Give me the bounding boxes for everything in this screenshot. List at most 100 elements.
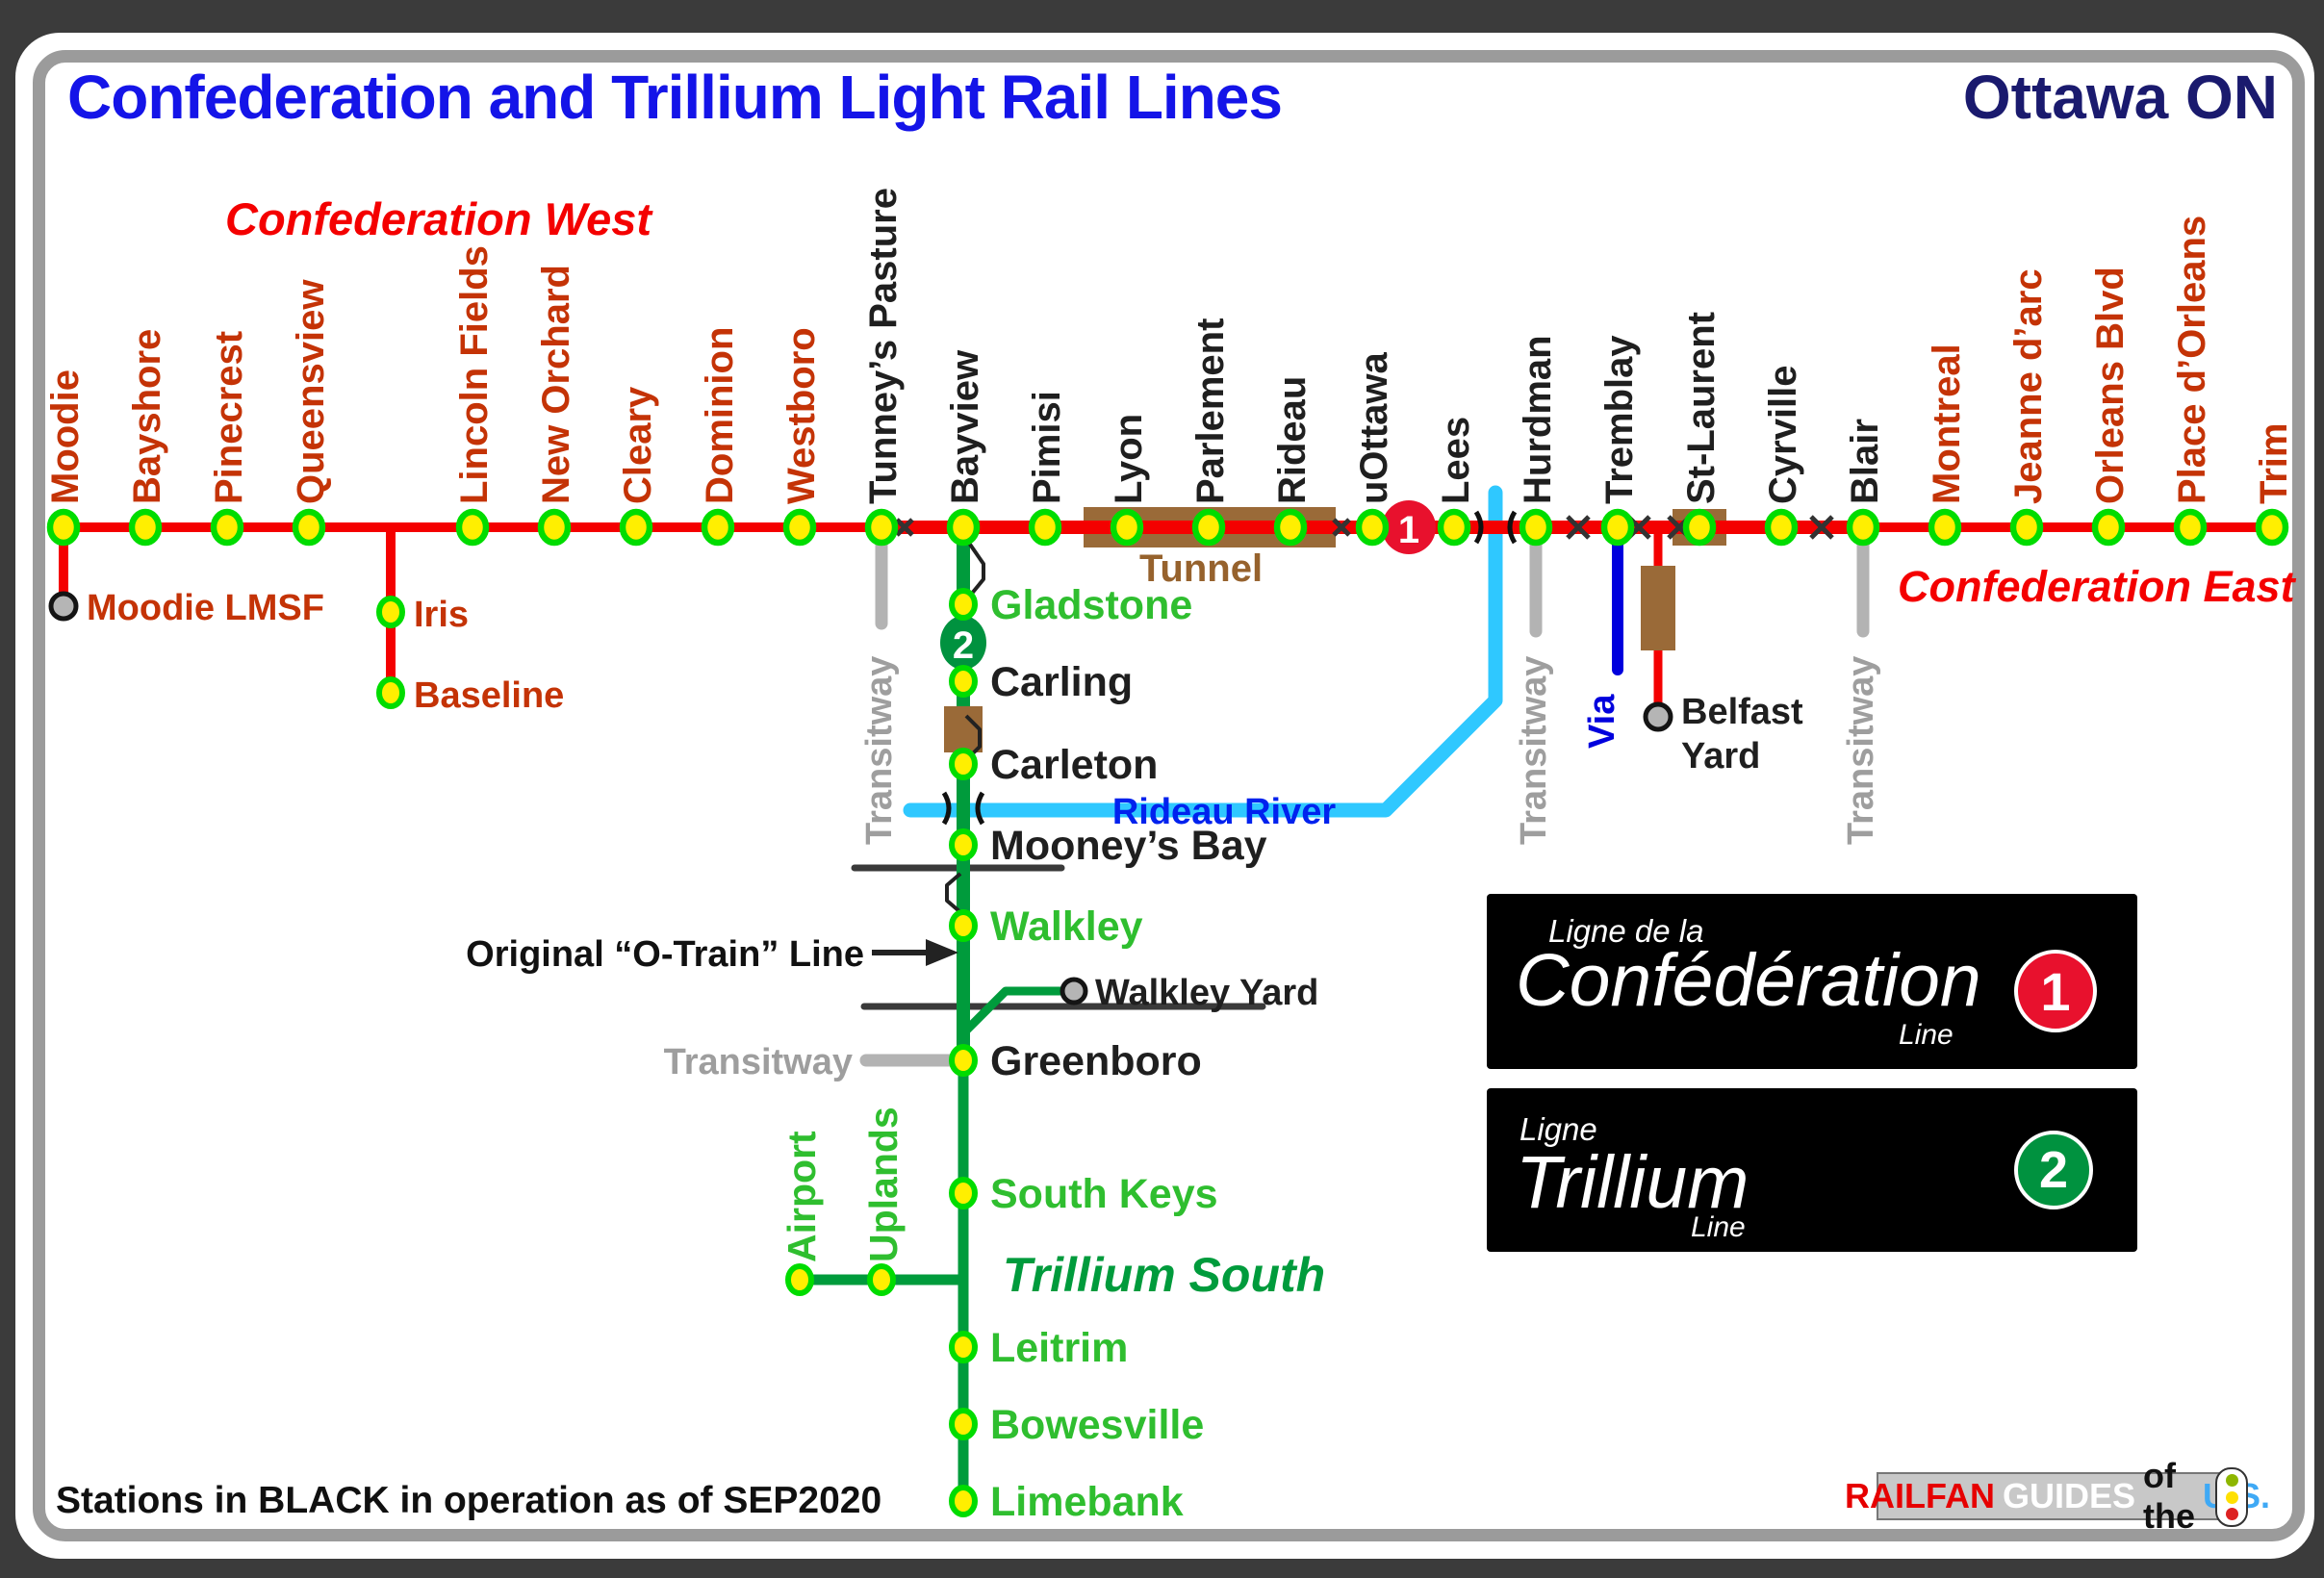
station-label: Blair	[1844, 419, 1886, 504]
walkley-yard-label: Walkley Yard	[1095, 973, 1318, 1013]
station-label: Airport	[779, 1131, 824, 1262]
otrain-arrow-head	[926, 939, 958, 966]
station-label: Parlement	[1189, 318, 1232, 504]
line-2-badge-number: 2	[953, 624, 974, 667]
station-marker	[949, 748, 978, 780]
station-marker	[1846, 508, 1880, 547]
siding-mark	[945, 872, 962, 914]
line-1-badge-map	[1382, 500, 1436, 554]
station-label: Carling	[990, 659, 1133, 705]
legend-confederation-line: Ligne de la Confédération Line 1	[1487, 894, 2137, 1069]
logo-railfan: RAILFAN	[1844, 1476, 1995, 1515]
belfast-yard-label: Belfast	[1681, 692, 1803, 732]
station-marker	[949, 1331, 978, 1363]
station-label: Jeanne d’arc	[2007, 268, 2050, 504]
station-marker	[949, 665, 978, 698]
station-marker	[1600, 508, 1635, 547]
crossover-mark	[1566, 515, 1591, 540]
walkley-yard-branch	[959, 986, 1068, 1037]
page-title: Confederation and Trillium Light Rail Li…	[67, 63, 1283, 132]
station-label: Orleans Blvd	[2089, 267, 2132, 504]
station-marker	[1437, 508, 1471, 547]
station-marker	[949, 588, 978, 621]
moodie-yard-label: Moodie LMSF	[87, 588, 324, 628]
station-label: New Orchard	[535, 265, 577, 504]
station-marker	[1764, 508, 1799, 547]
crossover-mark	[1809, 515, 1834, 540]
belfast-tunnel-rect	[1641, 566, 1675, 650]
station-marker	[1273, 508, 1308, 547]
legend-lang-label: Ligne de la	[1548, 913, 1704, 949]
station-label: Place d’Orleans	[2171, 216, 2213, 504]
station-marker	[376, 596, 405, 628]
river-crossing-mark	[1507, 510, 1518, 545]
station-label: Tremblay	[1598, 335, 1641, 504]
river-crossing-mark	[1473, 510, 1484, 545]
station-marker	[2091, 508, 2126, 547]
station-label: Cyrville	[1762, 365, 1804, 504]
station-label: St-Laurent	[1680, 312, 1723, 504]
station-label: Leitrim	[990, 1325, 1128, 1371]
station-marker	[537, 508, 572, 547]
station-marker	[128, 508, 163, 547]
station-marker	[455, 508, 490, 547]
transitway-label: Transitway	[1841, 656, 1881, 845]
line-2-badge: 2	[2014, 1131, 2093, 1209]
belfast-yard-marker	[1643, 701, 1673, 732]
tunnel-label: Tunnel	[1139, 547, 1263, 590]
transitway-label: Transitway	[664, 1042, 853, 1082]
station-marker	[1191, 508, 1226, 547]
belfast-yard-label: Yard	[1681, 736, 1760, 776]
station-marker	[1519, 508, 1553, 547]
station-label: Rideau	[1271, 376, 1314, 504]
station-label: Lees	[1435, 417, 1477, 504]
station-marker	[2173, 508, 2208, 547]
legend-lang-label: Ligne	[1520, 1111, 1597, 1147]
transitway-label: Transitway	[859, 656, 900, 845]
crossover-mark	[895, 518, 914, 537]
station-label: Tunney’s Pasture	[862, 188, 905, 504]
station-label: Cleary	[617, 386, 659, 504]
station-marker	[867, 1263, 896, 1296]
logo-of-the: of the	[2143, 1456, 2196, 1536]
legend-trillium-line: Ligne Trillium Line 2	[1487, 1088, 2137, 1252]
line-1-badge: 1	[2014, 950, 2097, 1032]
station-label: Greenboro	[990, 1038, 1202, 1084]
station-marker	[376, 676, 405, 709]
legend-en-label: Line	[1691, 1211, 1746, 1243]
station-marker	[785, 1263, 814, 1296]
tunnel-rect	[944, 706, 983, 752]
station-marker	[701, 508, 735, 547]
station-label: Limebank	[990, 1479, 1184, 1525]
station-marker	[619, 508, 653, 547]
station-marker	[1028, 508, 1062, 547]
station-label: Hurdman	[1517, 335, 1559, 504]
station-label: South Keys	[990, 1171, 1218, 1217]
station-marker	[210, 508, 244, 547]
station-marker	[864, 508, 899, 547]
station-label: Westboro	[780, 327, 823, 504]
station-label: Trim	[2253, 423, 2295, 504]
rideau-river-line	[903, 485, 1503, 818]
moodie-yard-marker	[48, 591, 79, 622]
map-frame	[33, 50, 2305, 1541]
river-crossing-mark	[975, 791, 985, 826]
walkley-yard-marker	[1060, 977, 1088, 1005]
station-marker	[949, 828, 978, 861]
station-marker	[949, 1177, 978, 1209]
station-label: Bayshore	[126, 329, 168, 504]
region-label-confederation-west: Confederation West	[225, 193, 652, 244]
station-marker	[949, 1044, 978, 1077]
legend-line-name: Trillium	[1516, 1141, 1749, 1224]
station-label: Mooney’s Bay	[990, 823, 1267, 869]
station-marker	[949, 1485, 978, 1517]
station-marker	[949, 1408, 978, 1440]
station-label: Lyon	[1108, 414, 1150, 504]
station-marker	[1928, 508, 1962, 547]
station-marker	[1682, 508, 1717, 547]
station-label: Montreal	[1926, 344, 1968, 504]
station-label: Walkley	[990, 904, 1143, 950]
station-label: Lincoln Fields	[453, 245, 496, 504]
station-label: Iris	[414, 595, 469, 635]
